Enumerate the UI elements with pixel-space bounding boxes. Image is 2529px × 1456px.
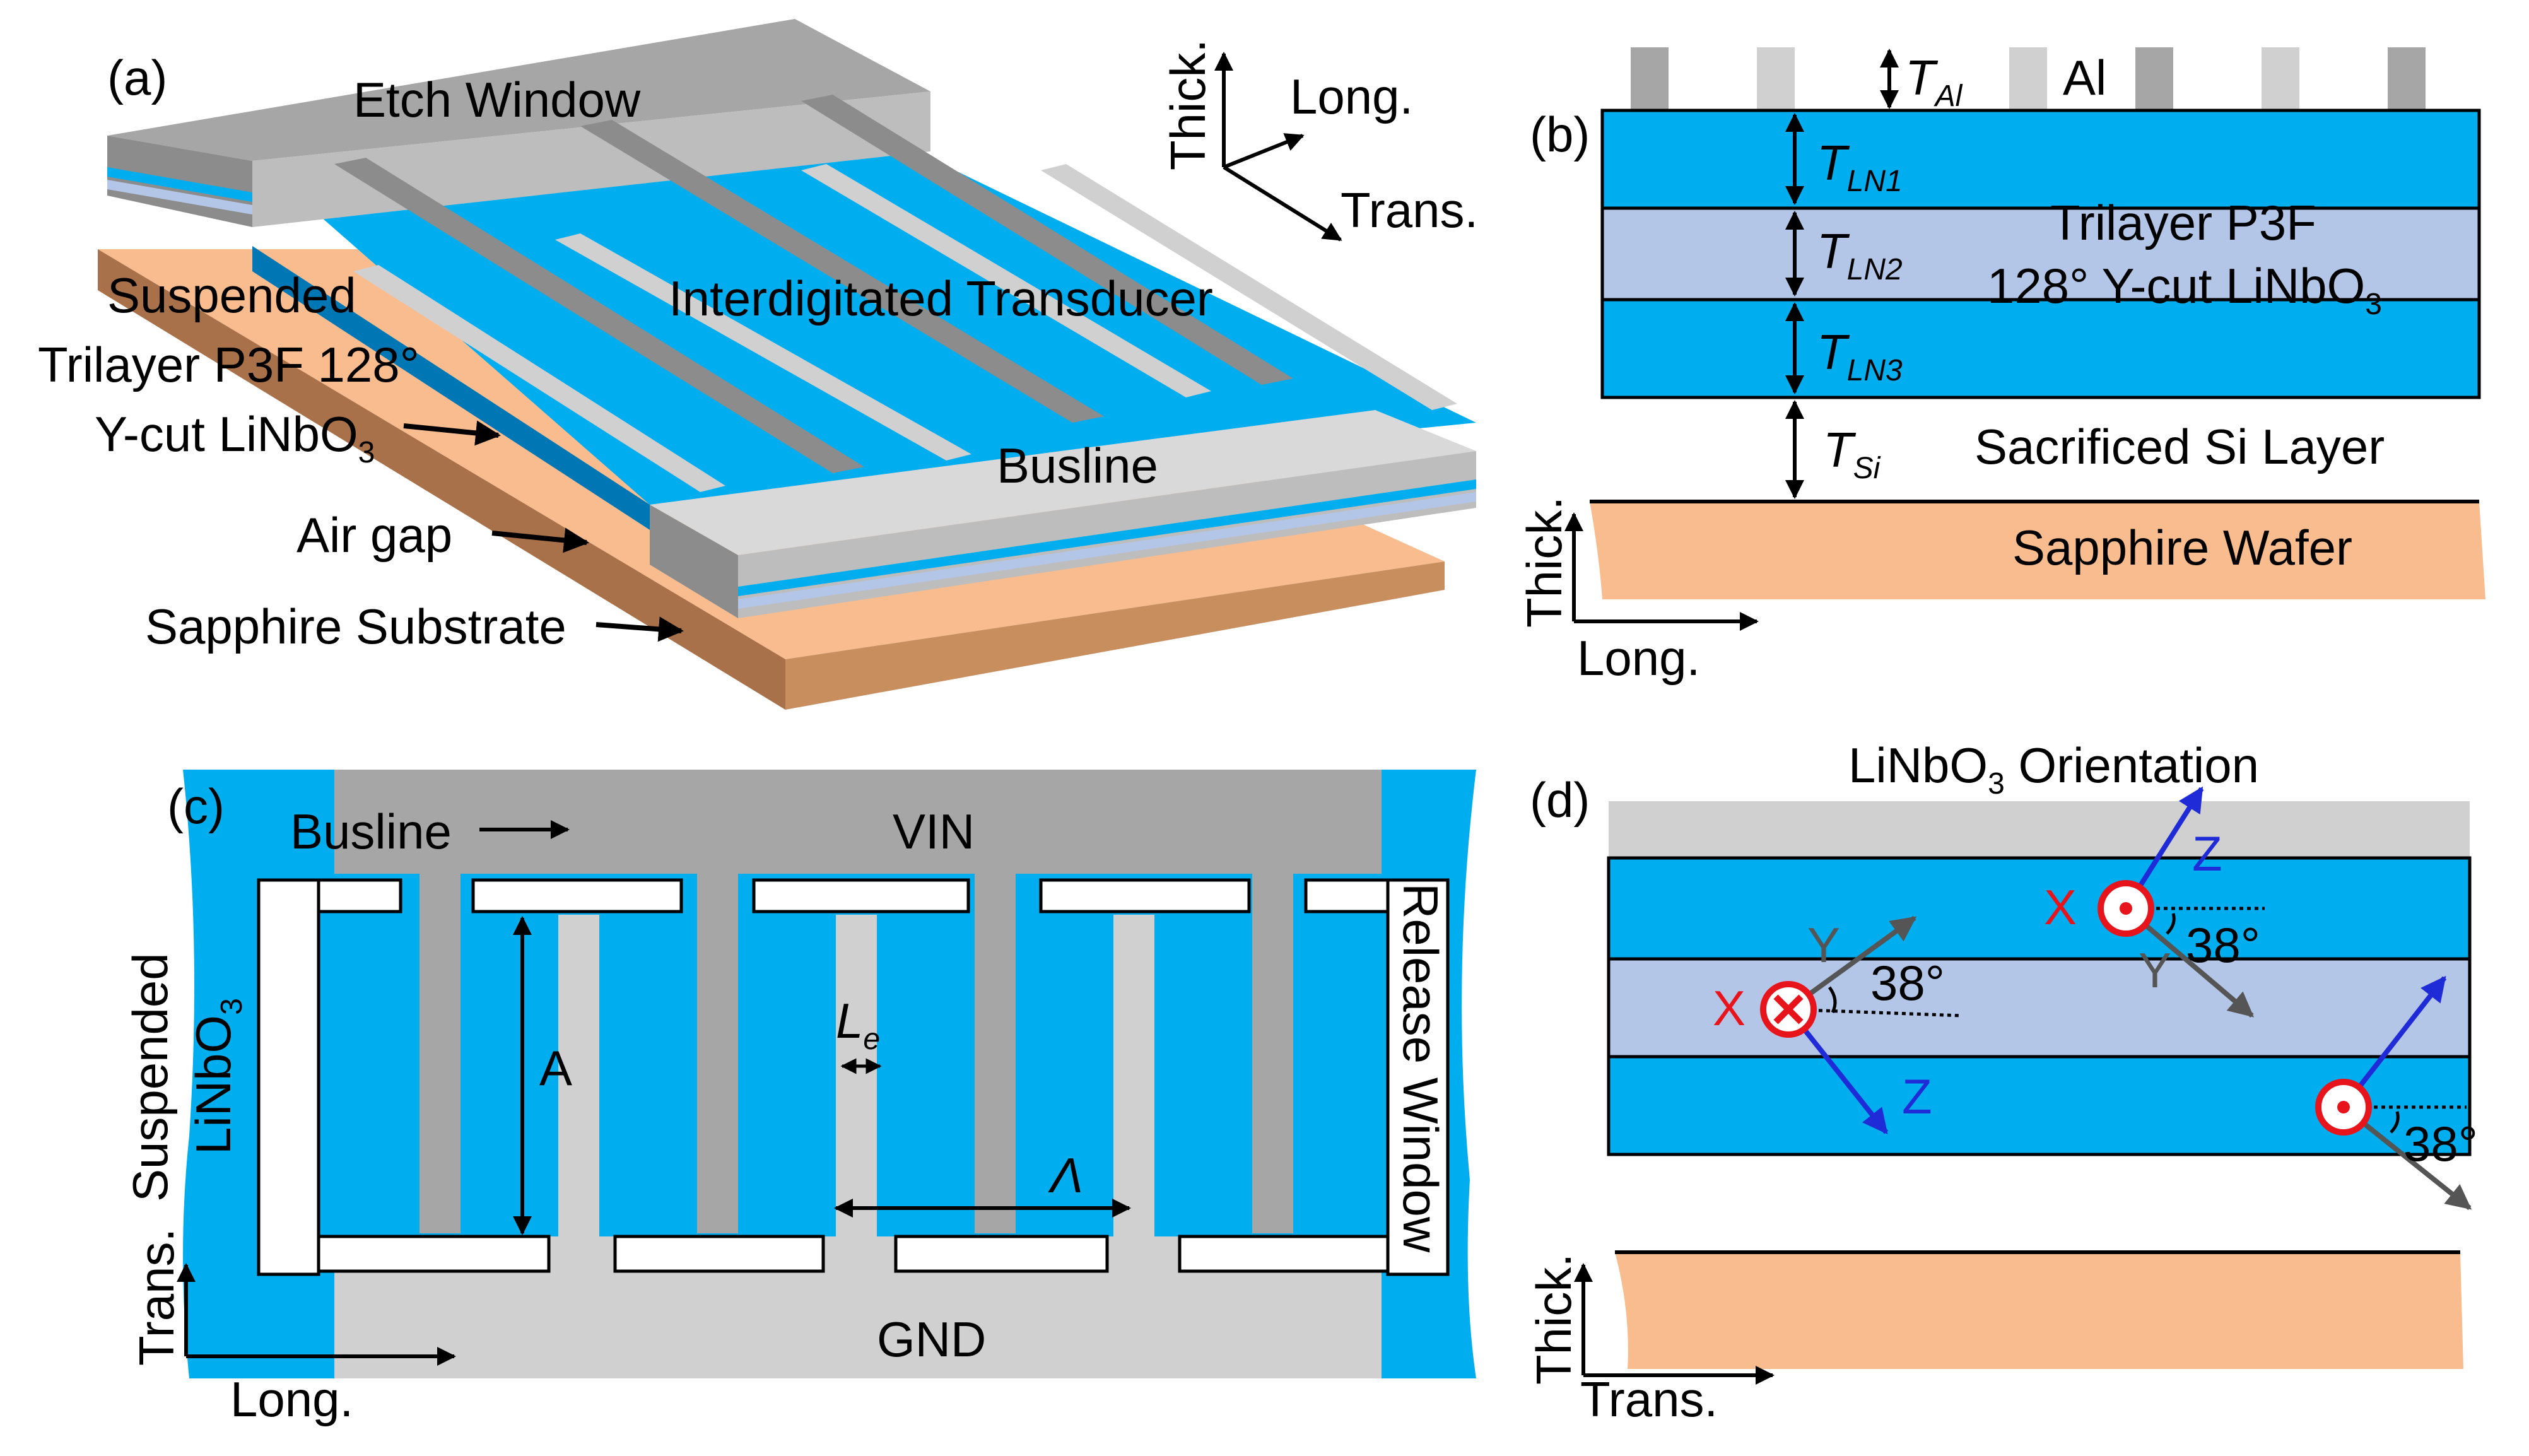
d-sapphire	[1615, 1252, 2463, 1369]
substrate-arrow	[596, 616, 684, 642]
d-ln-layer-2	[1607, 957, 2472, 1059]
busline-stack-1	[738, 479, 1476, 596]
crystal-axes-1	[1760, 915, 1963, 1135]
sapphire-substrate-front	[785, 561, 1445, 710]
d-title: LiNbO3 Orientation	[1848, 737, 2259, 801]
panel-a-label: (a)	[107, 50, 167, 105]
t-si-label: TSi	[1823, 422, 1881, 485]
sapphire-substrate-side	[98, 249, 785, 710]
vin-label: VIN	[893, 804, 975, 859]
d-angle1-label: 38°	[1870, 955, 1945, 1011]
sacrificed-label: Sacrificed Si Layer	[1974, 419, 2385, 474]
vin-busline	[334, 770, 1382, 874]
panel-d-label: (d)	[1530, 772, 1590, 828]
d-y1-label: Y	[1807, 917, 1840, 973]
d-y2-label: Y	[2139, 942, 2171, 998]
panel-c: (c) Busline VIN GND Suspended LiNbO3 Rel…	[122, 770, 1476, 1427]
al-label: Al	[2063, 50, 2106, 105]
trilayer-label-1: Trilayer P3F	[2050, 195, 2316, 250]
aperture-label: A	[539, 1040, 572, 1096]
suspended-label-1: Suspended	[107, 267, 356, 323]
sapphire-wafer	[1590, 502, 2485, 599]
crystal-axes-2	[2098, 786, 2265, 1018]
panel-c-label: (c)	[167, 778, 225, 834]
panel-c-axes: Trans. Long.	[129, 1228, 456, 1427]
idt-fingers	[334, 95, 1457, 492]
gnd-fingers	[558, 915, 1154, 1236]
panel-c-axis-trans: Trans.	[129, 1228, 184, 1366]
trilayer-label-2: 128° Y-cut LiNbO3	[1987, 258, 2382, 321]
sapphire-wafer-label: Sapphire Wafer	[2012, 520, 2352, 575]
busline-top	[650, 410, 1476, 555]
etch-window-top	[107, 19, 930, 161]
busline-c-label: Busline	[290, 804, 452, 859]
busline-label: Busline	[997, 438, 1158, 493]
panel-d-axes: Thick. Trans.	[1526, 1253, 1775, 1427]
d-z1-label: Z	[1902, 1069, 1932, 1124]
d-z2-label: Z	[2192, 826, 2222, 881]
ln-layer-2	[1600, 206, 2481, 302]
ln-layer-1	[1600, 109, 2481, 210]
t-al-label: TAl	[1905, 50, 1963, 113]
panel-b: (b) TAl Al TLN1 TLN2 TLN3 Trilayer P3F 1…	[1517, 47, 2485, 686]
busline-stack-2	[738, 492, 1476, 609]
le-label: Le	[836, 993, 880, 1056]
air-gap-label: Air gap	[296, 507, 452, 563]
release-windows	[257, 878, 1450, 1276]
ln-layer-3	[1600, 298, 2481, 399]
idt-label: Interdigitated Transducer	[669, 271, 1213, 326]
panel-a: (a) Etch Window Interdigitated Transduce…	[38, 19, 1478, 710]
etch-window-stack-2	[107, 180, 252, 214]
etch-window-stack-1	[107, 167, 252, 202]
panel-b-axis-long: Long.	[1577, 630, 1700, 686]
d-angle2-label: 38°	[2186, 917, 2260, 973]
panel-a-axis-trans: Trans.	[1341, 182, 1478, 238]
air-gap-arrow	[491, 527, 589, 553]
d-x1-label: X	[1713, 980, 1746, 1036]
gnd-label: GND	[877, 1312, 986, 1367]
crystal-axes-3	[2315, 975, 2472, 1211]
membrane-side	[252, 246, 650, 530]
suspended-c-label-2: LiNbO3	[185, 998, 249, 1154]
busline-side	[650, 505, 738, 618]
panel-d-axis-thick: Thick.	[1526, 1253, 1581, 1385]
d-angle3-label: 38°	[2403, 1116, 2478, 1171]
d-top-metal	[1609, 801, 2470, 858]
panel-b-axis-thick: Thick.	[1517, 496, 1572, 628]
lambda-label: Λ	[1048, 1148, 1083, 1203]
release-window-label: Release Window	[1393, 883, 1448, 1253]
panel-b-label: (b)	[1530, 107, 1590, 162]
vin-fingers	[420, 874, 1293, 1233]
panel-a-axis-long: Long.	[1290, 69, 1413, 124]
t-ln1-label: TLN1	[1817, 135, 1903, 198]
al-electrodes	[1631, 47, 2426, 110]
panel-d-axis-trans: Trans.	[1580, 1371, 1718, 1427]
suspended-arrow	[403, 420, 501, 446]
panel-b-axes: Thick. Long.	[1517, 496, 1759, 686]
d-ln-layer-1	[1607, 856, 2472, 961]
t-ln2-label: TLN2	[1817, 223, 1903, 286]
etch-window-label: Etch Window	[353, 72, 641, 127]
panel-a-axis-thick: Thick.	[1160, 39, 1216, 170]
suspended-label-2: Trilayer P3F 128°	[38, 337, 420, 392]
d-x2-label: X	[2044, 879, 2077, 935]
panel-a-axes: Thick. Long. Trans.	[1160, 39, 1478, 242]
suspended-label-3: Y-cut LiNbO3	[95, 406, 375, 469]
panel-c-axis-long: Long.	[230, 1371, 353, 1427]
t-ln3-label: TLN3	[1817, 324, 1903, 387]
suspended-c-label-1: Suspended	[122, 953, 178, 1202]
panel-d: (d) LiNbO3 Orientation X Y Z 38° X Y Z 3…	[1526, 737, 2478, 1427]
substrate-label: Sapphire Substrate	[145, 599, 566, 654]
